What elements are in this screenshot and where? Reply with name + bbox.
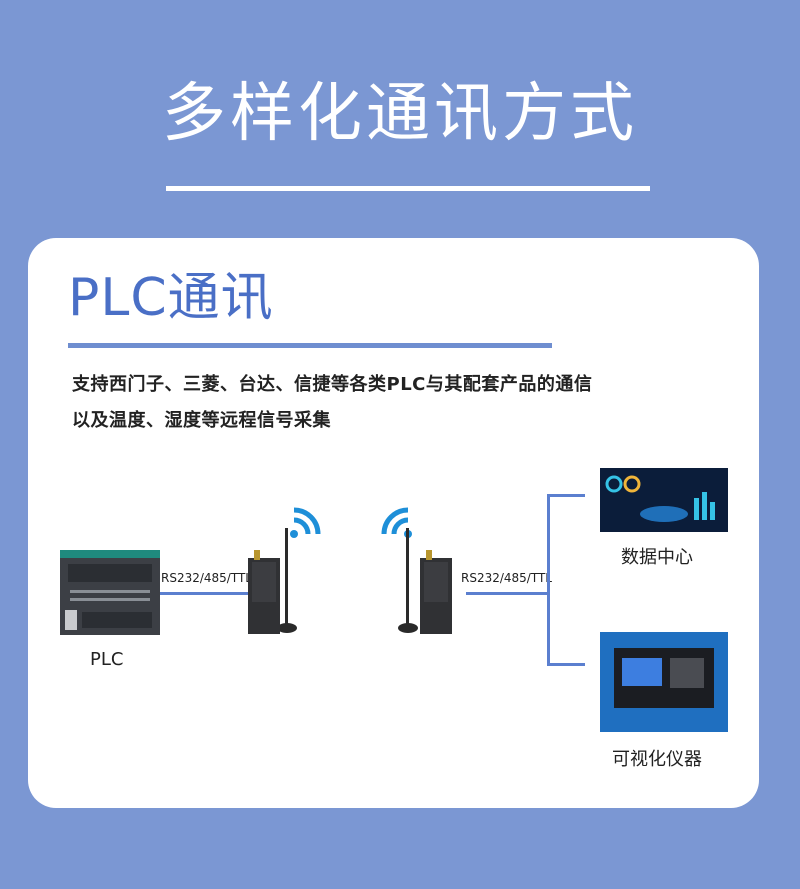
description-line-1: 支持西门子、三菱、台达、信捷等各类PLC与其配套产品的通信 — [72, 374, 593, 395]
link-label-left: RS232/485/TTL — [161, 571, 252, 585]
page-title: 多样化通讯方式 — [162, 77, 638, 151]
instrument-image — [600, 632, 728, 732]
link-line-right — [466, 592, 550, 595]
fork-bottom — [547, 663, 585, 666]
link-line-left — [160, 592, 248, 595]
fork-vertical — [547, 494, 550, 666]
section-heading: PLC通讯 — [68, 268, 274, 328]
section-underline — [68, 343, 552, 348]
fork-top — [547, 494, 585, 497]
wireless-module-left — [242, 500, 327, 640]
title-underline — [166, 186, 650, 191]
data-center-label: 数据中心 — [621, 547, 693, 568]
description-line-2: 以及温度、湿度等远程信号采集 — [72, 410, 331, 431]
instrument-label: 可视化仪器 — [612, 749, 702, 770]
plc-device-image — [60, 550, 160, 635]
link-label-right: RS232/485/TTL — [461, 571, 552, 585]
wireless-module-right — [374, 500, 459, 640]
plc-label: PLC — [90, 649, 124, 670]
data-center-image — [600, 468, 728, 532]
